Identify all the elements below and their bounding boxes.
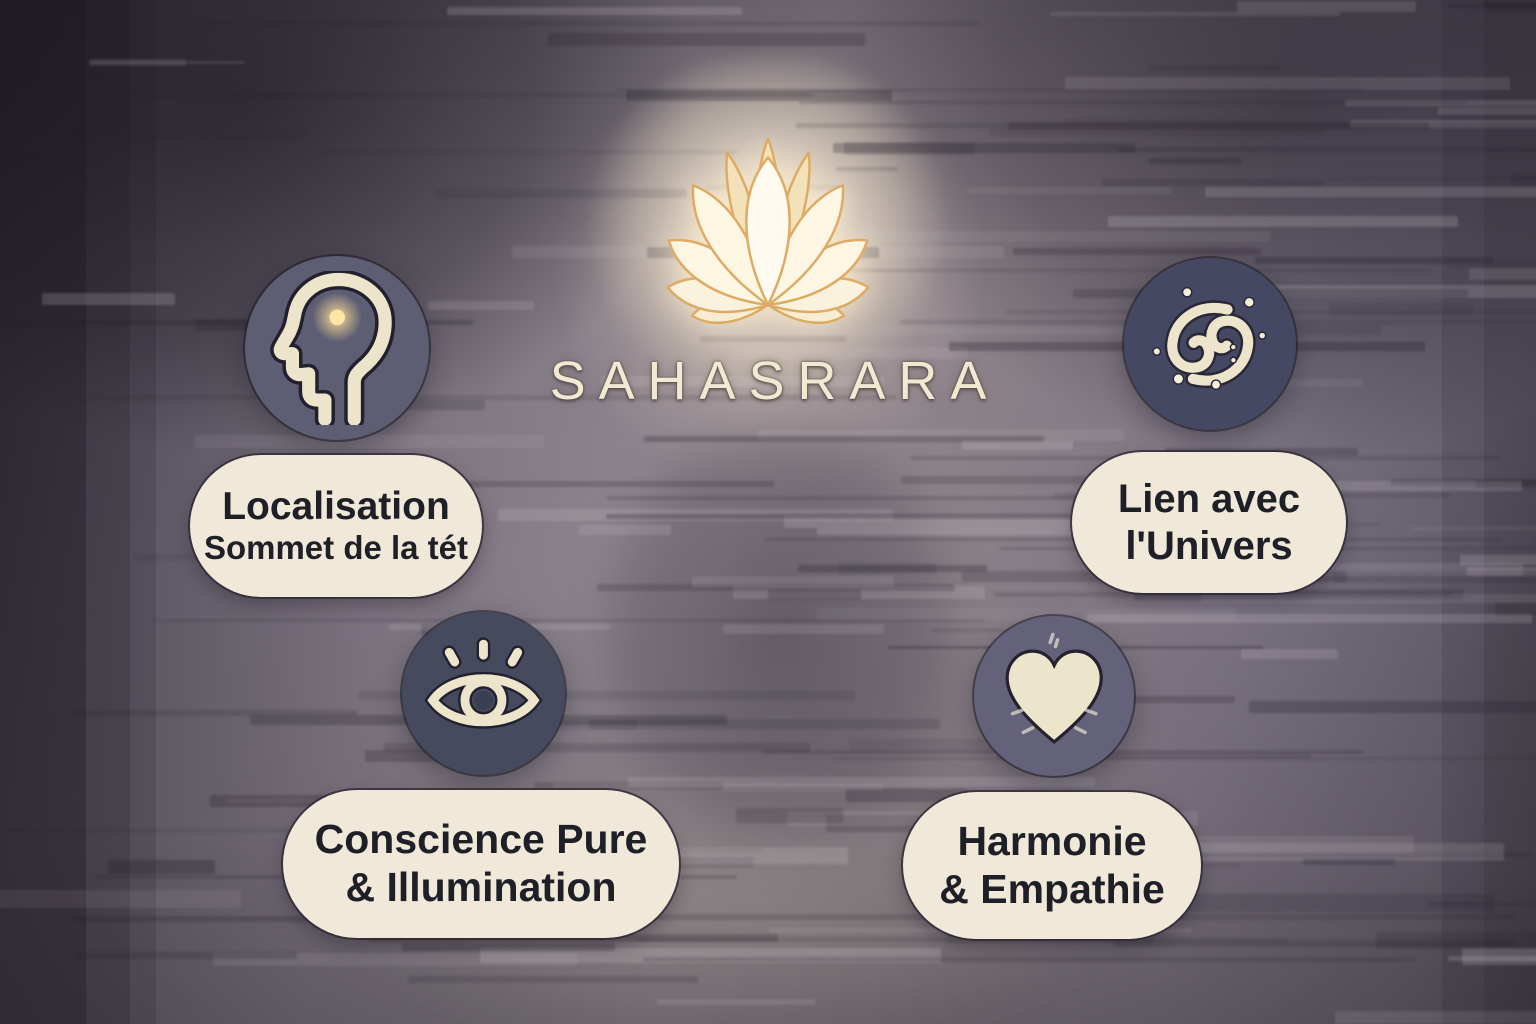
- head-profile-icon: [245, 256, 429, 440]
- pill-line: Conscience Pure: [314, 816, 648, 863]
- pill-line: l'Univers: [1125, 523, 1293, 568]
- label-pill-harmonie: Harmonie & Empathie: [903, 792, 1201, 939]
- right-dark-band: [1442, 0, 1484, 1024]
- pill-line: Sommet de la tét: [203, 529, 469, 567]
- left-dark-band: [130, 0, 156, 1024]
- pill-line: Localisation: [222, 485, 450, 529]
- galaxy-icon: [1124, 258, 1296, 430]
- label-pill-localisation: Localisation Sommet de la tét: [190, 455, 482, 597]
- third-eye-icon: [402, 612, 565, 775]
- label-pill-conscience: Conscience Pure & Illumination: [283, 790, 679, 938]
- heart-icon: [974, 616, 1134, 776]
- right-dark-band: [1484, 0, 1536, 1024]
- pill-line: & Illumination: [345, 864, 617, 910]
- lotus-flower-illustration: [633, 116, 903, 328]
- label-pill-univers: Lien avec l'Univers: [1072, 452, 1346, 593]
- pill-line: & Empathie: [939, 865, 1165, 912]
- pill-line: Harmonie: [957, 817, 1147, 864]
- left-dark-band: [86, 0, 130, 1024]
- chakra-title: SAHASRARA: [549, 351, 1000, 411]
- left-dark-band: [0, 0, 86, 1024]
- pill-line: Lien avec: [1117, 477, 1301, 522]
